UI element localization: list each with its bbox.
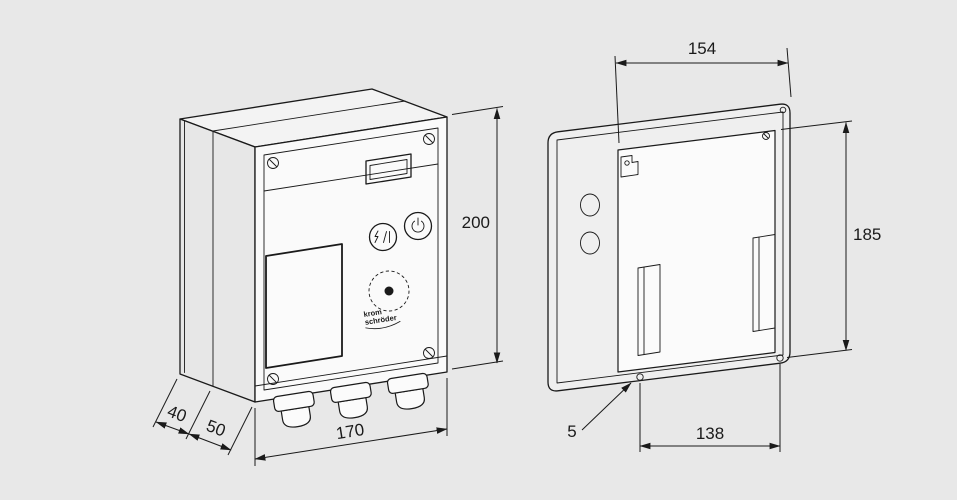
front-view: krom schröder (179, 88, 448, 428)
cable-gland (386, 372, 429, 410)
cable-gland (329, 381, 372, 419)
dim-rear-width-label: 154 (688, 39, 716, 58)
power-icon (411, 217, 425, 233)
power-button (403, 211, 433, 241)
front-bottom-strip-line (254, 355, 448, 387)
dim-rear-height: 185 (780, 120, 881, 358)
mounting-clip (620, 155, 639, 178)
terminal-channel-right (752, 234, 776, 332)
dim-width: 170 (254, 378, 448, 466)
brand-line1: krom (363, 307, 383, 319)
cable-glands (272, 372, 429, 428)
knockout-hole (580, 231, 600, 255)
dim-hole-spacing: 138 (639, 364, 781, 452)
housing-side-face (179, 118, 256, 403)
dim-height-label: 200 (462, 213, 490, 232)
brand-swoosh (365, 321, 401, 330)
dim-hole-offset-label: 5 (567, 422, 576, 441)
rear-mounting-panel (617, 129, 776, 373)
terminal-channel-left (637, 264, 661, 356)
dim-height: 200 (451, 106, 504, 370)
start-button (368, 270, 410, 312)
start-button-dot (384, 286, 394, 296)
reset-icon (374, 230, 390, 243)
mounting-hole-bottom-right (776, 354, 784, 362)
front-panel-outline (263, 127, 439, 391)
rear-view (547, 103, 791, 392)
dim-depth-rear-label: 40 (165, 402, 189, 426)
dim-depth-front-label: 50 (204, 416, 228, 440)
dim-hole-offset: 5 (567, 382, 632, 441)
dim-width-label: 170 (335, 420, 366, 443)
start-button-dotted-circle (368, 270, 410, 312)
rear-housing-rim (556, 111, 784, 384)
display-window (265, 243, 343, 369)
display (365, 153, 412, 185)
mounting-hole-bottom-left (636, 373, 644, 381)
cable-gland (272, 390, 315, 428)
front-panel-strip-line (263, 163, 439, 192)
dim-hole-spacing-label: 138 (696, 424, 724, 443)
housing-depth-divider-top (212, 100, 406, 132)
dim-rear-width: 154 (614, 39, 792, 144)
knockout-holes (580, 193, 600, 255)
knockout-hole (580, 193, 600, 217)
reset-button (368, 222, 398, 252)
front-panel-screws (267, 133, 435, 385)
fixing-lug-top-right (762, 106, 787, 140)
dim-rear-height-label: 185 (853, 225, 881, 244)
